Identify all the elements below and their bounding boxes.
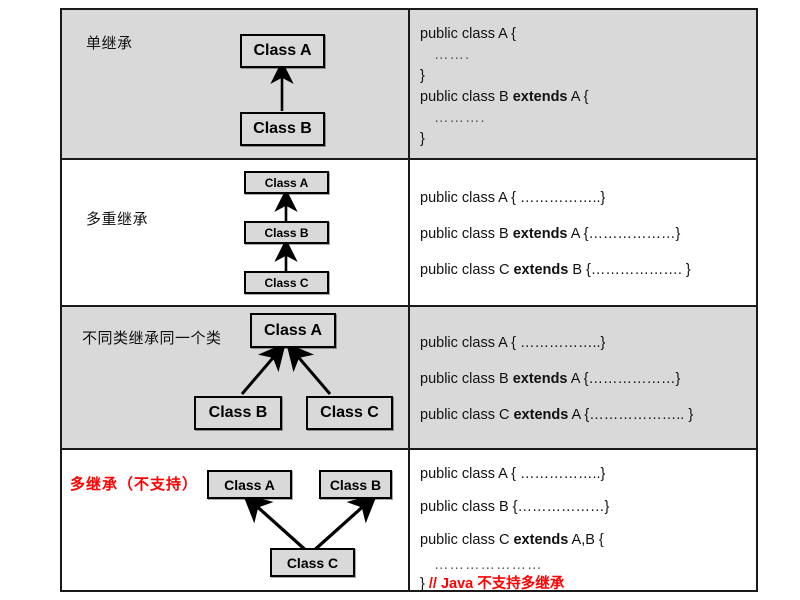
arrow-layer-row2 (274, 188, 298, 271)
inheritance-table: 单继承 Class A Class B public class A { ……. (60, 8, 758, 592)
class-box-r1-b[interactable]: Class B (240, 112, 325, 146)
table-row-multilevel-inheritance: 多重继承 Class A Class B Class C public c (62, 160, 756, 307)
code-line: public class A { ……………..} (420, 466, 606, 482)
code-line: } (420, 68, 425, 84)
code-line: public class B extends A {………………} (420, 371, 681, 387)
class-box-r2-a[interactable]: Class A (244, 171, 329, 194)
code-block-row4: public class A { ……………..} public class B… (420, 458, 750, 590)
diagram-cell-row2: 多重继承 Class A Class B Class C (62, 160, 410, 305)
code-block-row1: public class A { ……. } public class B ex… (420, 24, 750, 150)
class-box-r4-c[interactable]: Class C (270, 548, 355, 577)
diagram-cell-row3: 不同类继承同一个类 Class A Class B Class C (62, 307, 410, 448)
class-box-r4-b[interactable]: Class B (319, 470, 392, 499)
code-cell-row1: public class A { ……. } public class B ex… (410, 10, 756, 158)
table-row-multiple-inheritance: 多继承（不支持） Class A Class B Class C publ (62, 450, 756, 590)
code-line: public class C extends B {………………. } (420, 262, 691, 278)
class-box-r3-a[interactable]: Class A (250, 313, 336, 348)
diagram-cell-row1: 单继承 Class A Class B (62, 10, 410, 158)
code-cell-row4: public class A { ……………..} public class B… (410, 450, 756, 590)
code-cell-row2: public class A { ……………..} public class B… (410, 160, 756, 305)
code-line: public class C extends A,B { (420, 532, 604, 548)
table-row-hierarchical-inheritance: 不同类继承同一个类 Class A Class B Class C pub (62, 307, 756, 450)
code-block-row3: public class A { ……………..} public class B… (420, 325, 750, 433)
code-line: public class A { (420, 26, 516, 42)
class-box-r2-c[interactable]: Class C (244, 271, 329, 294)
class-box-r4-a[interactable]: Class A (207, 470, 292, 499)
class-box-r3-c[interactable]: Class C (306, 396, 393, 430)
row-label-hierarchical-inheritance: 不同类继承同一个类 (82, 330, 222, 347)
code-line: } (420, 131, 425, 147)
code-line: public class A { ……………..} (420, 335, 606, 351)
code-line: ………. (434, 110, 486, 126)
code-line: ………………… (434, 557, 543, 573)
code-line: public class B extends A {………………} (420, 226, 681, 242)
code-block-row2: public class A { ……………..} public class B… (420, 180, 750, 288)
table-row-single-inheritance: 单继承 Class A Class B public class A { ……. (62, 10, 756, 160)
code-line: public class A { ……………..} (420, 190, 606, 206)
code-cell-row3: public class A { ……………..} public class B… (410, 307, 756, 448)
code-line: public class C extends A {……………….. } (420, 407, 694, 423)
diagram-cell-row4: 多继承（不支持） Class A Class B Class C (62, 450, 410, 590)
code-line: public class B {………………} (420, 499, 610, 515)
row-label-multilevel-inheritance: 多重继承 (86, 211, 149, 228)
code-line: public class B extends A { (420, 89, 589, 105)
class-box-r3-b[interactable]: Class B (194, 396, 282, 430)
class-box-r2-b[interactable]: Class B (244, 221, 329, 244)
row-label-single-inheritance: 单继承 (86, 35, 133, 52)
code-line: } // Java 不支持多继承 (420, 576, 565, 590)
row-label-multiple-inheritance: 多继承（不支持） (70, 476, 199, 493)
code-line: ……. (434, 47, 471, 63)
class-box-r1-a[interactable]: Class A (240, 34, 325, 68)
